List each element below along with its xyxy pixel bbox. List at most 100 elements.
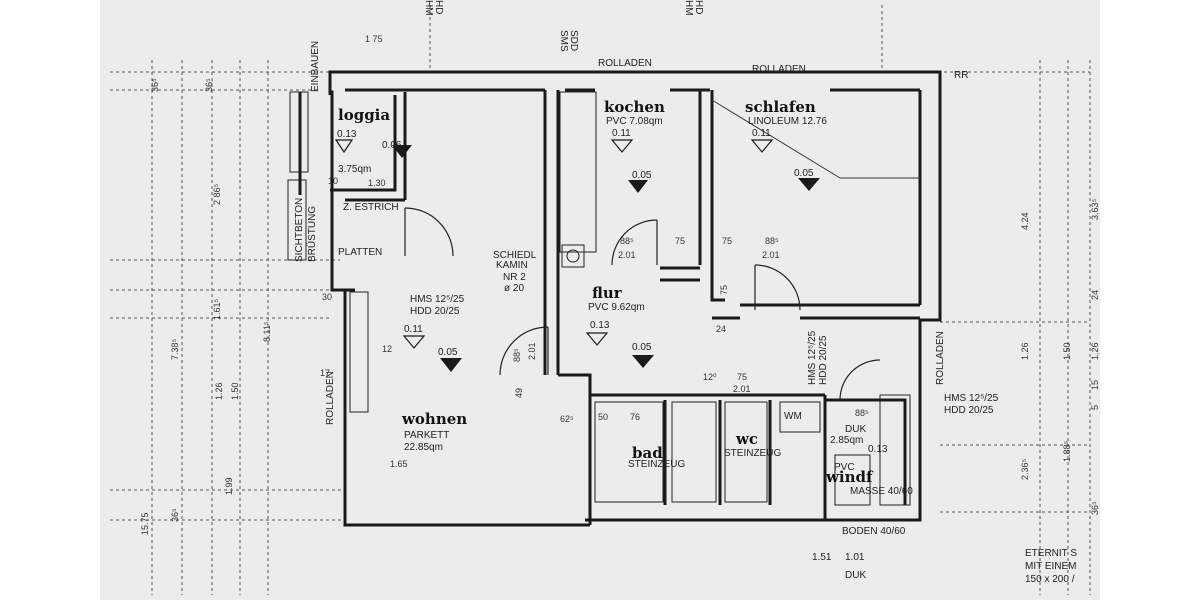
fixtures: [287, 91, 911, 506]
label-masse: MASSE 40/60: [850, 486, 913, 497]
dim-2365: 2.36⁵: [1020, 458, 1030, 480]
label-hms-wohnen: HMS 12⁵/25: [410, 294, 465, 305]
dim-175: 1 75: [365, 34, 383, 44]
label-platten: PLATTEN: [338, 247, 382, 258]
dim-126b: 1.26: [1020, 342, 1030, 360]
dim-1615: 1.61⁵: [212, 298, 222, 320]
windf-area: 2.85qm: [830, 435, 863, 446]
dim-3635: 3.63⁵: [1090, 198, 1100, 220]
label-hdd-right: HDD 20/25: [944, 405, 994, 416]
level-markers-open: [334, 139, 774, 349]
label-bottom1: 1.51: [812, 552, 832, 563]
room-name-wc: wc: [735, 430, 758, 448]
room-name-flur: flur: [592, 284, 623, 302]
dim-126c: 1.26: [1090, 342, 1100, 360]
dim-1885: 1.88⁵: [1062, 440, 1072, 462]
dim-286: 2 86⁵: [212, 183, 222, 205]
label-hdd-wohnen: HDD 20/25: [410, 306, 460, 317]
label-rolladen-left: ROLLADEN: [325, 371, 336, 425]
label-boden: BODEN 40/60: [842, 526, 906, 537]
label-hm-top2: HM: [683, 0, 694, 16]
wohnen-h1: 0.11: [404, 324, 423, 335]
dim-50: 50: [598, 412, 608, 422]
label-rr: RR: [954, 70, 968, 81]
label-bottom2: 1.01: [845, 552, 865, 563]
dim-49: 49: [514, 388, 524, 398]
label-brustung: BRÜSTUNG: [306, 206, 318, 262]
label-rolladen-top2: ROLLADEN: [752, 64, 806, 75]
wohnen-floor: PARKETT: [404, 430, 449, 441]
dim-75c: 75: [719, 285, 729, 295]
dim-75b: 75: [722, 236, 732, 246]
windf-h1: 0.13: [868, 444, 888, 455]
schlafen-h1: 0.11: [752, 128, 771, 139]
dim-365b: 36⁵: [204, 78, 214, 92]
label-hms-right: HMS 12⁵/25: [944, 393, 999, 404]
room-name-kochen: kochen: [604, 98, 665, 116]
wohnen-h2: 0.05: [438, 347, 458, 358]
dim-424: 4.24: [1020, 212, 1030, 230]
label-hm-top1: HM: [423, 0, 434, 16]
dim-5: 5: [1090, 405, 1100, 410]
dim-8115: 8.11⁵: [262, 321, 272, 342]
dim-365c: 36⁵: [170, 508, 180, 522]
dim-15: 15: [1090, 380, 1100, 390]
label-hd-top2: HD: [693, 0, 704, 14]
dim-10: 10: [328, 176, 338, 186]
label-duk: DUK: [845, 570, 866, 581]
label-eternit1: ETERNIT S: [1025, 548, 1077, 559]
dim-126: 1.26: [214, 382, 224, 400]
level-markers: [392, 145, 820, 372]
flur-h1: 0.13: [590, 320, 610, 331]
schlafen-diagonal: [711, 99, 920, 179]
dim-201b: 2.01: [762, 250, 780, 260]
label-rolladen-top1: ROLLADEN: [598, 58, 652, 69]
wohnen-area: 22.85qm: [404, 442, 443, 453]
loggia-h2: 0.06: [382, 140, 402, 151]
paper-sheet: [100, 0, 1100, 600]
label-hdd-v1: HDD 20/25: [818, 335, 829, 385]
dim-201a: 2.01: [618, 250, 636, 260]
dim-150: 1.50: [230, 382, 240, 400]
dim-885d: 88⁵: [855, 408, 869, 418]
windf-extra: DUK: [845, 424, 866, 435]
dim-17: 17: [320, 368, 330, 378]
kochen-h2: 0.05: [632, 170, 652, 181]
schlafen-floor: LINOLEUM 12.76: [748, 116, 827, 127]
schlafen-h2: 0.05: [794, 168, 814, 179]
label-sms: SMS: [558, 30, 569, 52]
label-eternit3: 150 x 200 /: [1025, 574, 1075, 585]
label-schiedl: SCHIEDL: [493, 250, 537, 261]
room-name-wohnen: wohnen: [401, 410, 467, 428]
dim-12: 12: [382, 344, 392, 354]
dim-165: 1.65: [390, 459, 408, 469]
dim-365d: 36⁵: [1090, 501, 1100, 515]
room-name-schlafen: schlafen: [745, 98, 816, 116]
label-einbauen: EINBAUEN: [310, 41, 321, 92]
label-sichtbeton: SICHTBETON: [294, 198, 305, 262]
dim-199: 1.99: [224, 477, 234, 495]
room-name-bad: bad: [632, 444, 663, 462]
dim-625: 62⁵: [560, 414, 574, 424]
dim-885c: 88⁵: [512, 348, 522, 362]
bad-floor: STEINZEUG: [628, 459, 685, 470]
label-z-estrich: Z. ESTRICH: [343, 202, 399, 213]
label-kamin-d: ø 20: [504, 283, 524, 294]
dim-130: 1.30: [368, 178, 386, 188]
wc-floor: STEINZEUG: [724, 448, 781, 459]
dim-75d: 75: [737, 372, 747, 382]
flur-h2: 0.05: [632, 342, 652, 353]
loggia-area: 3.75qm: [338, 164, 371, 175]
label-eternit2: MIT EINEM: [1025, 561, 1076, 572]
dimension-lines: [110, 5, 1091, 595]
dim-885b: 88⁵: [765, 236, 779, 246]
dim-24b: 24: [1090, 290, 1100, 300]
label-kamin: KAMIN: [496, 260, 528, 271]
kochen-h1: 0.11: [612, 128, 631, 139]
label-kamin-nr: NR 2: [503, 272, 526, 283]
label-wm: WM: [784, 411, 802, 422]
dim-885a: 88⁵: [620, 236, 634, 246]
kochen-floor: PVC 7.08qm: [606, 116, 663, 127]
dim-201d: 2.01: [733, 384, 751, 394]
